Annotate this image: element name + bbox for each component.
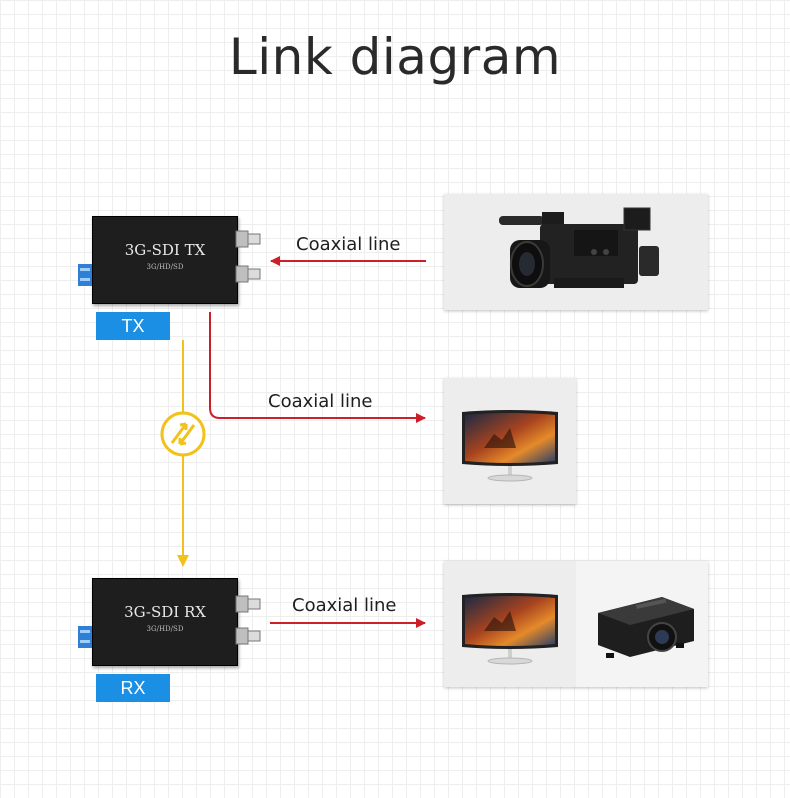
displays-photo [444, 561, 708, 687]
coax-caption-displays: Coaxial line [292, 595, 397, 616]
camcorder-icon [444, 194, 708, 310]
rx-device: 3G-SDI RX 3G/HD/SD [92, 578, 238, 666]
rx-badge: RX [96, 674, 170, 702]
tx-device: 3G-SDI TX 3G/HD/SD [92, 216, 238, 304]
coax-caption-monitor: Coaxial line [268, 391, 373, 412]
monitor-icon [444, 378, 576, 504]
monitor-photo [444, 378, 576, 504]
camera-photo [444, 194, 708, 310]
fiber-link-icon [162, 413, 204, 455]
coax-caption-camera: Coaxial line [296, 234, 401, 255]
projector-icon [576, 561, 708, 687]
tx-model-label: 3G-SDI TX [93, 241, 237, 259]
rx-model-label: 3G-SDI RX [93, 603, 237, 621]
rx-format-label: 3G/HD/SD [93, 625, 237, 633]
tx-badge: TX [96, 312, 170, 340]
tx-format-label: 3G/HD/SD [93, 263, 237, 271]
